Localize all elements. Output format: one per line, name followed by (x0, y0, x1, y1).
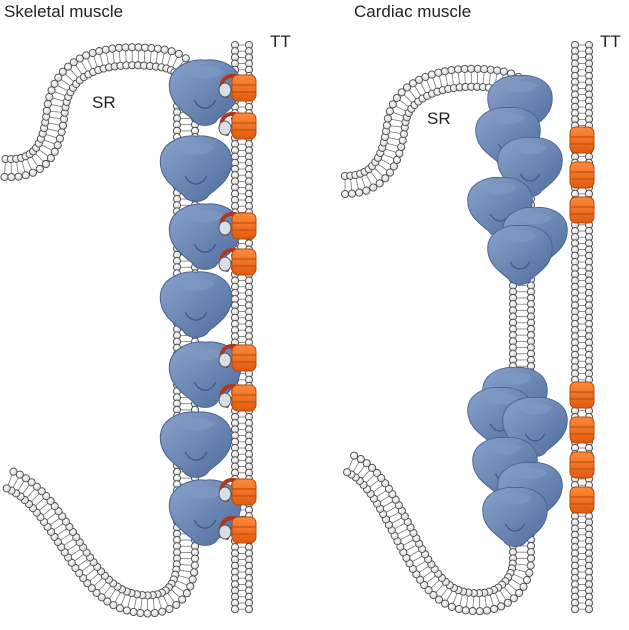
dhpr-linker-skeletal (218, 477, 237, 502)
tt-label-cardiac: TT (600, 32, 621, 51)
ryr-skeletal (159, 271, 233, 338)
ryr-skeletal (168, 59, 242, 126)
dhpr-linker-skeletal (218, 383, 237, 408)
dhpr-cardiac (569, 486, 595, 514)
tt-label-skeletal: TT (270, 32, 291, 51)
dhpr-skeletal (231, 384, 257, 412)
sr-label-skeletal: SR (92, 93, 116, 112)
sr-membrane-skeletal (0, 43, 201, 618)
dhpr-skeletal (231, 516, 257, 544)
ryr-skeletal (159, 411, 233, 478)
dhpr-skeletal (231, 112, 257, 140)
dhpr-linker-skeletal (218, 73, 237, 98)
dhpr-cardiac (569, 416, 595, 444)
dhpr-linker-skeletal (218, 211, 237, 236)
sr-label-cardiac: SR (427, 109, 451, 128)
ryr-cardiac (487, 224, 553, 286)
dhpr-cardiac (569, 126, 595, 154)
dhpr-skeletal (231, 344, 257, 372)
dhpr-cardiac (569, 451, 595, 479)
dhpr-cardiac (569, 381, 595, 409)
dhpr-cardiac (569, 196, 595, 224)
ryr-skeletal (159, 135, 233, 202)
protein-layer (159, 59, 595, 548)
panel-title-cardiac: Cardiac muscle (354, 2, 471, 21)
dhpr-skeletal (231, 74, 257, 102)
dhpr-linker-skeletal (218, 343, 237, 368)
dhpr-skeletal (231, 478, 257, 506)
dhpr-linker-skeletal (218, 247, 237, 272)
ryr-cardiac (482, 486, 548, 548)
panel-title-skeletal: Skeletal muscle (4, 2, 123, 21)
dhpr-linker-skeletal (218, 515, 237, 540)
dhpr-linker-skeletal (218, 111, 237, 136)
dhpr-skeletal (231, 248, 257, 276)
dhpr-cardiac (569, 161, 595, 189)
dhpr-skeletal (231, 212, 257, 240)
